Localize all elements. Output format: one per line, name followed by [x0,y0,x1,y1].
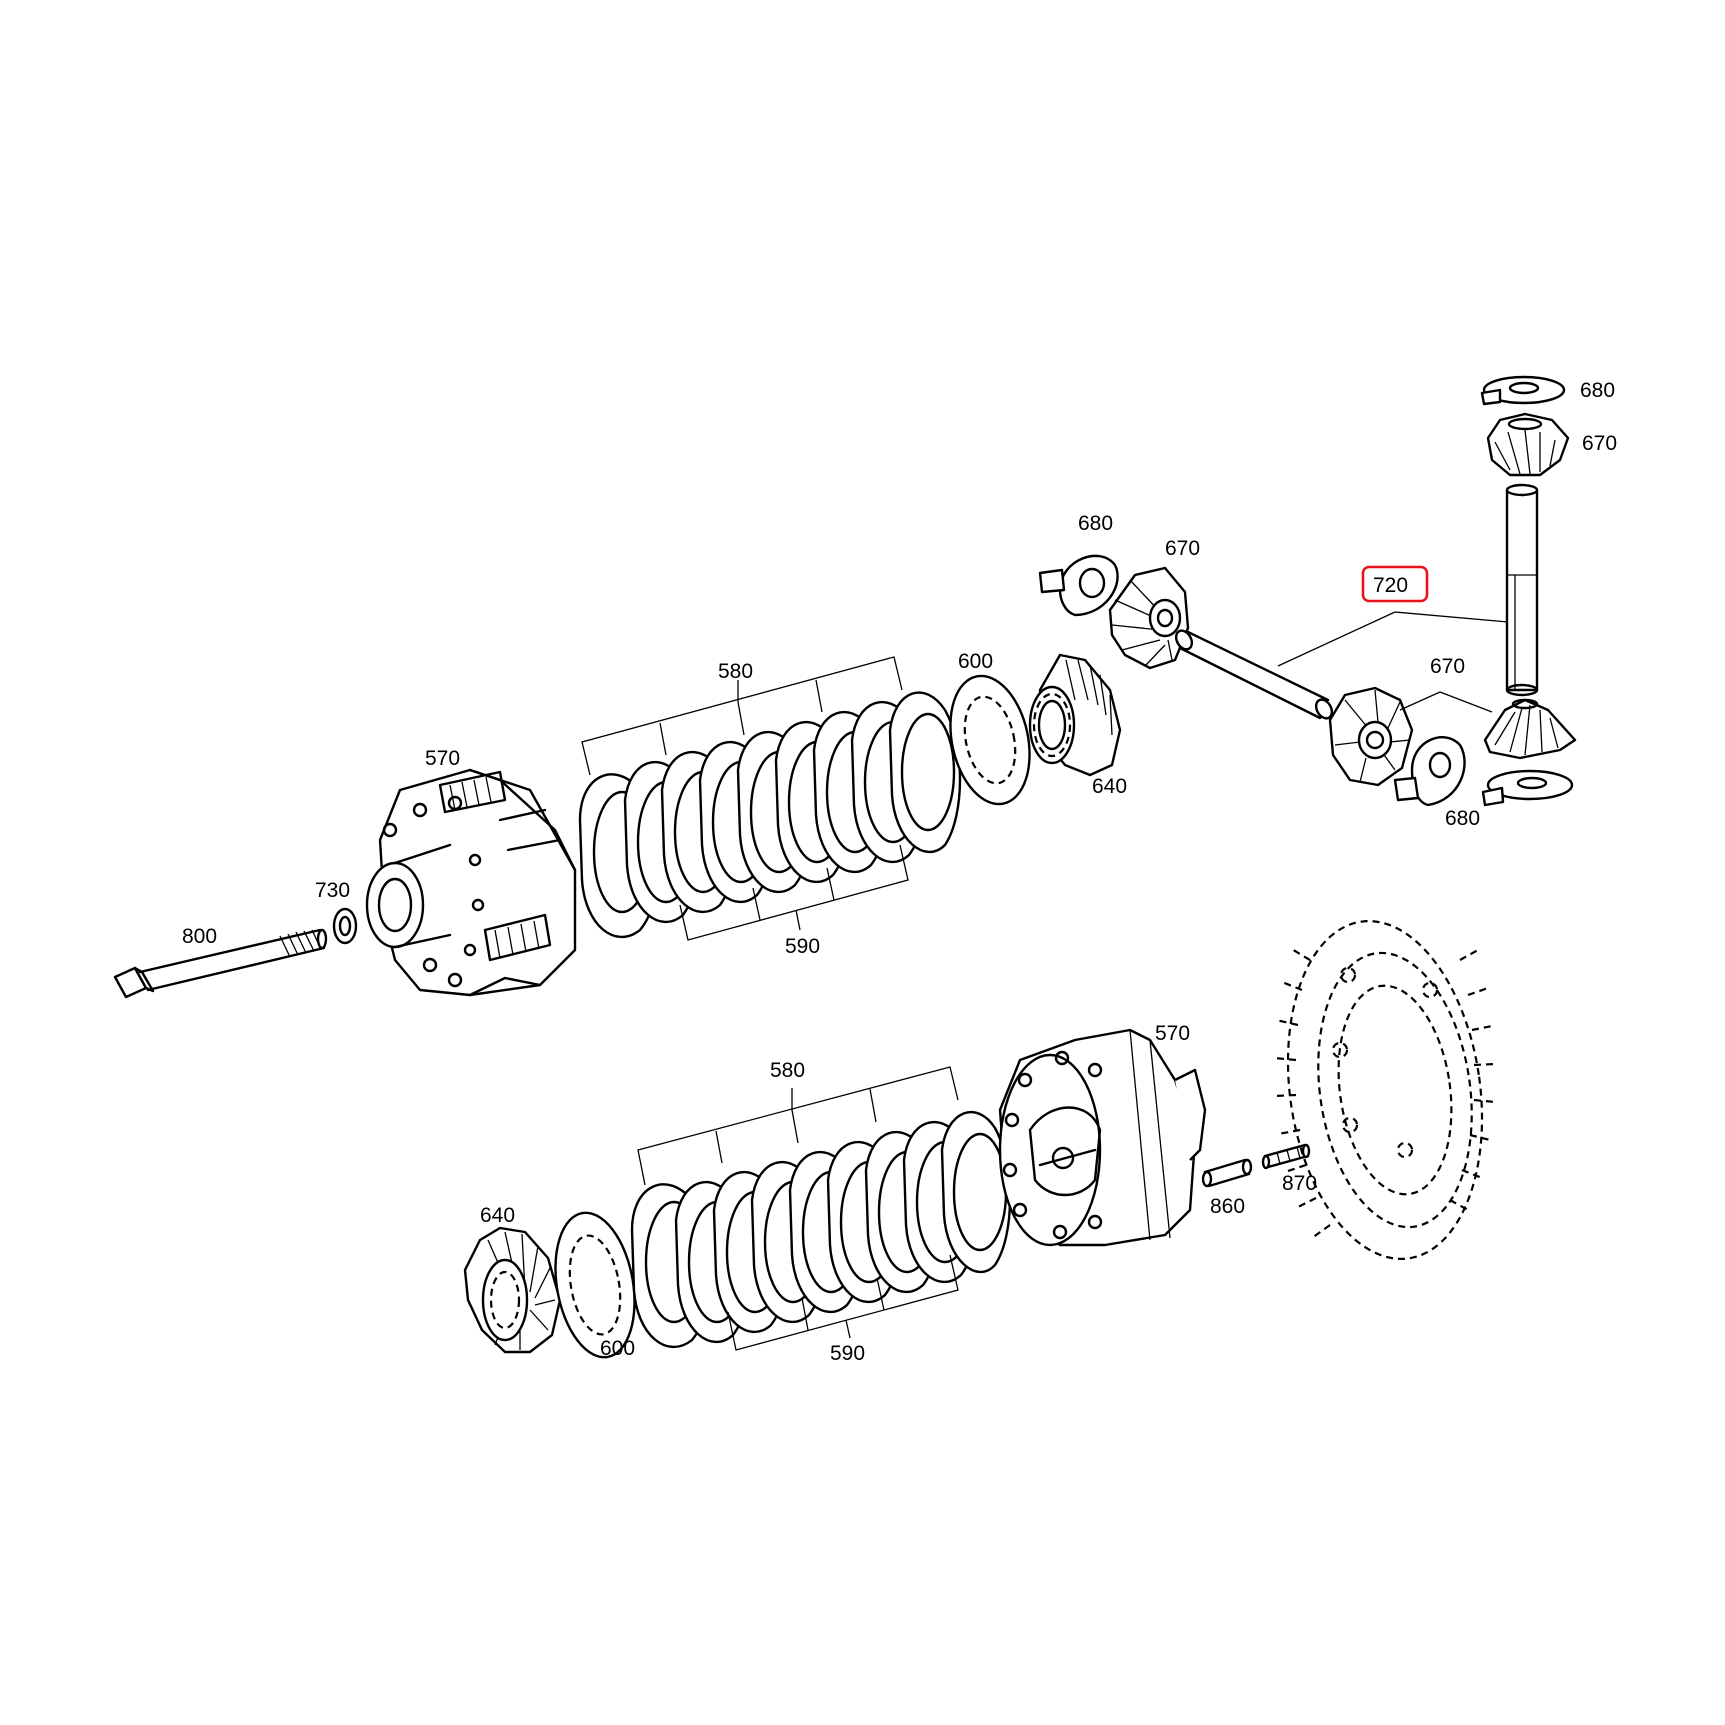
part-680-thrust-washer-b [1393,736,1466,807]
leader-670-b [1399,691,1493,713]
label-570-lower: 570 [1155,1022,1190,1045]
label-600-upper: 600 [958,650,993,673]
part-680-thrust-washer-c [1480,375,1566,406]
highlight-box-720 [1361,565,1429,603]
label-680-b: 680 [1445,807,1480,830]
part-670-pinion-gear-c [1486,412,1570,477]
label-590-upper: 590 [785,935,820,958]
part-600-disc-upper [949,674,1031,806]
part-730-washer [332,907,358,945]
part-670-pinion-gear-b [1328,686,1414,787]
label-680-a: 680 [1078,512,1113,535]
part-670-pinion-gear-d [1483,698,1577,760]
leader-580-upper [581,656,903,776]
part-720-shaft-short [1174,629,1334,720]
label-640-lower: 640 [480,1204,515,1227]
part-570-housing-upper [365,768,577,997]
part-670-pinion-gear-a [1108,566,1190,670]
label-800: 800 [182,925,217,948]
label-640-upper: 640 [1092,775,1127,798]
label-670-c: 670 [1582,432,1617,455]
label-590-lower: 590 [830,1342,865,1365]
label-570-upper: 570 [425,747,460,770]
leader-580-lower [637,1066,959,1186]
label-670-b: 670 [1430,655,1465,678]
part-640-side-gear-upper [1028,653,1122,777]
part-580-590-plates-lower [630,1110,1012,1349]
label-680-c: 680 [1580,379,1615,402]
part-570-housing-lower [998,1028,1207,1247]
label-860: 860 [1210,1195,1245,1218]
leader-590-lower [727,1254,959,1351]
label-870: 870 [1282,1172,1317,1195]
part-680-thrust-washer-d [1481,769,1574,807]
label-600-lower: 600 [600,1337,635,1360]
part-640-side-gear-lower [463,1226,562,1354]
label-670-a: 670 [1165,537,1200,560]
part-580-590-plates-upper [578,691,962,939]
leader-590-upper [679,844,909,941]
label-720: 720 [1373,574,1408,597]
part-860-pin [1201,1158,1253,1188]
part-680-thrust-washer-a [1038,554,1119,617]
label-730: 730 [315,879,350,902]
ring-gear-outline [1273,920,1496,1260]
leader-720 [1277,611,1509,667]
label-580-lower: 580 [770,1059,805,1082]
part-720-shaft-long [1505,483,1539,697]
part-800-bolt [113,928,328,999]
part-870-pin [1261,1143,1311,1170]
label-580-upper: 580 [718,660,753,683]
